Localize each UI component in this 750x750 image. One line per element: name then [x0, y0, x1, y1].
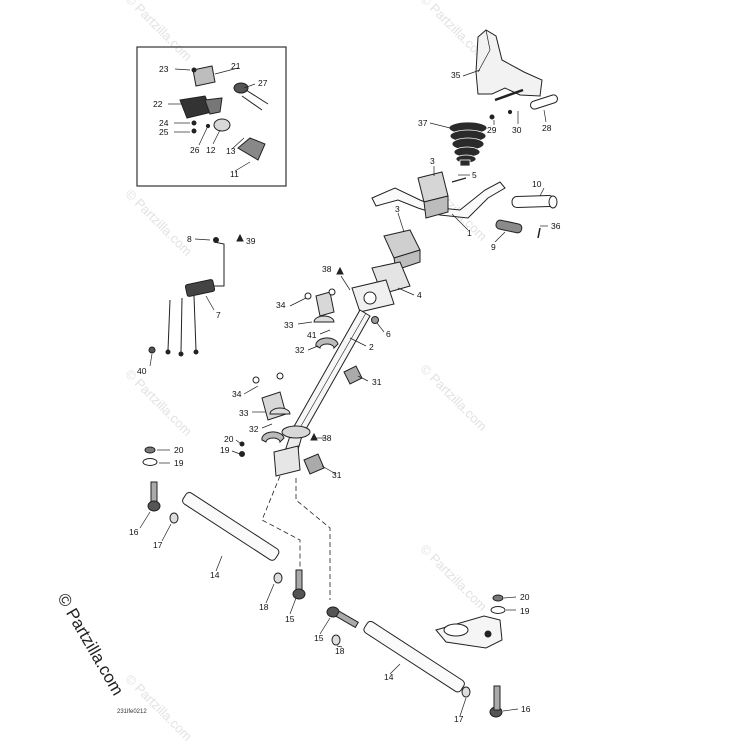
- callout-34b: 34: [232, 389, 242, 399]
- callout-6: 6: [386, 329, 391, 339]
- callout-22: 22: [153, 99, 163, 109]
- callout-7: 7: [216, 310, 221, 320]
- callout-10: 10: [532, 179, 542, 189]
- callout-11: 11: [230, 169, 239, 179]
- callout-29: 29: [487, 125, 497, 135]
- callout-12: 12: [206, 145, 216, 155]
- callout-38b: 38: [322, 433, 332, 443]
- grip-10-part: [511, 194, 555, 209]
- inset-leader-lines: [168, 67, 256, 172]
- callout-9: 9: [491, 242, 496, 252]
- steering-arm-part: [435, 594, 506, 649]
- callout-30: 30: [512, 125, 522, 135]
- dashed-link-lines: [261, 475, 331, 600]
- callout-23: 23: [159, 64, 169, 74]
- cable-part: [494, 88, 524, 102]
- callout-16a: 16: [129, 527, 139, 537]
- callout-8: 8: [187, 234, 192, 244]
- callout-31a: 31: [372, 377, 382, 387]
- callout-33b: 33: [239, 408, 249, 418]
- callout-28: 28: [542, 123, 552, 133]
- callout-21: 21: [231, 61, 241, 71]
- callout-25: 25: [159, 127, 169, 137]
- callout-35: 35: [451, 70, 461, 80]
- callout-15b: 15: [314, 633, 324, 643]
- throttle-housing-part: [179, 65, 269, 161]
- leader-lines: [139, 69, 548, 717]
- callout-3a: 3: [430, 156, 435, 166]
- steering-support-part: [351, 261, 411, 313]
- inset-frame: [136, 46, 287, 187]
- callout-19b: 19: [174, 458, 184, 468]
- cover-part: [475, 29, 543, 97]
- callout-17a: 17: [153, 540, 163, 550]
- bushing-part: [239, 288, 363, 475]
- callout-18b: 18: [335, 646, 345, 656]
- callout-32b: 32: [249, 424, 259, 434]
- callout-34a: 34: [276, 300, 286, 310]
- callout-2: 2: [369, 342, 374, 352]
- callout-38a: 38: [322, 264, 332, 274]
- column-flange-part: [273, 425, 311, 477]
- callout-31b: 31: [332, 470, 342, 480]
- callout-15a: 15: [285, 614, 295, 624]
- callout-13: 13: [226, 146, 236, 156]
- callout-labels: 23 21 27 22 24 25 26 12 13 11 35 29 30 2…: [129, 61, 561, 724]
- callout-19c: 19: [520, 606, 530, 616]
- callout-4: 4: [417, 290, 422, 300]
- callout-14a: 14: [210, 570, 220, 580]
- callout-17b: 17: [454, 714, 464, 724]
- upper-clamp-part: [417, 171, 467, 219]
- tie-rod-left-part: [142, 446, 306, 600]
- callout-18a: 18: [259, 602, 269, 612]
- grip-9-part: [495, 219, 523, 234]
- callout-27: 27: [258, 78, 268, 88]
- callout-36: 36: [551, 221, 561, 231]
- callout-39: 39: [246, 236, 256, 246]
- callout-20b: 20: [174, 445, 184, 455]
- boot-part: [448, 121, 488, 167]
- callout-41: 41: [307, 330, 317, 340]
- callout-40: 40: [137, 366, 147, 376]
- grip-28-part: [529, 94, 559, 110]
- callout-37: 37: [418, 118, 428, 128]
- callout-24: 24: [159, 118, 169, 128]
- callout-20c: 20: [520, 592, 530, 602]
- callout-16b: 16: [521, 704, 531, 714]
- diagram-code: 231lfe0212: [117, 709, 147, 715]
- callout-33a: 33: [284, 320, 294, 330]
- callout-19a: 19: [220, 445, 230, 455]
- callout-5: 5: [472, 170, 477, 180]
- callout-32a: 32: [295, 345, 305, 355]
- callout-14b: 14: [384, 672, 394, 682]
- tie-rod-right-part: [326, 606, 503, 718]
- callout-26: 26: [190, 145, 200, 155]
- throttle-cable-part: [148, 233, 244, 357]
- callout-3b: 3: [395, 204, 400, 214]
- callout-1: 1: [467, 228, 472, 238]
- callout-20a: 20: [224, 434, 234, 444]
